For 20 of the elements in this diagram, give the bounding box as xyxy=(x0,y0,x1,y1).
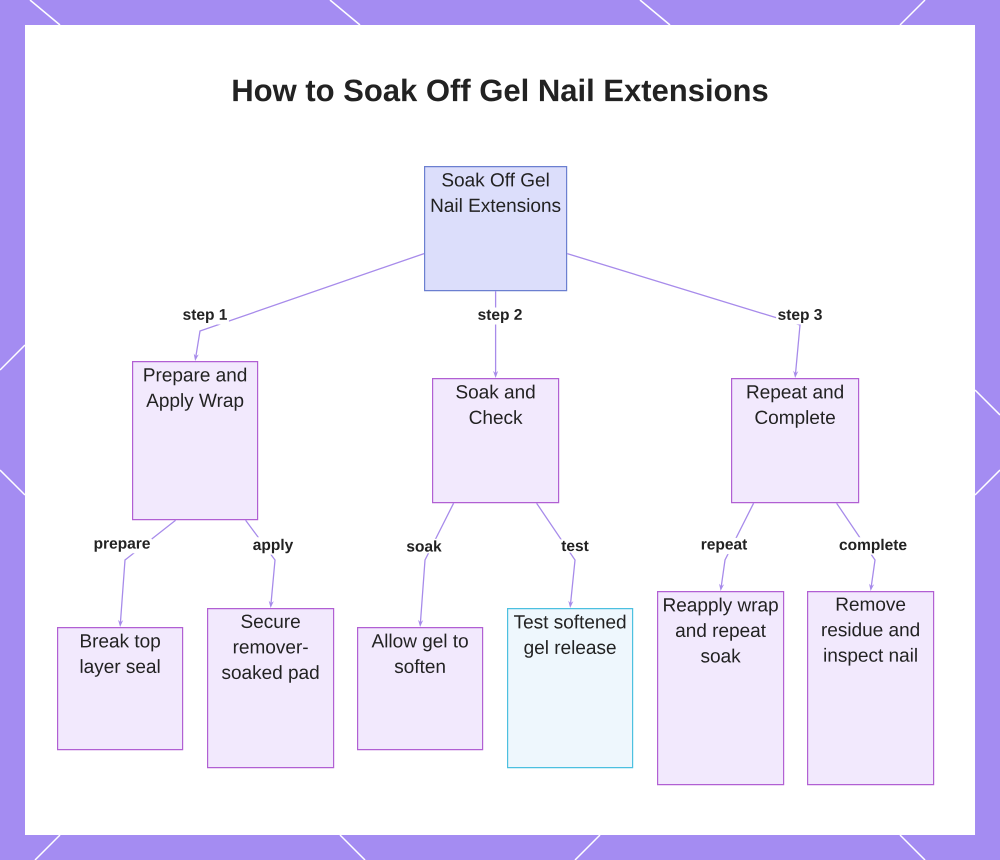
edge-label: prepare xyxy=(92,538,152,554)
edge-label: complete xyxy=(838,537,909,555)
edge-label: soak xyxy=(404,538,444,554)
step-box: Reapply wrap and repeat soak xyxy=(657,591,784,786)
step-box: Test softened gel release xyxy=(507,608,634,768)
edge-label: test xyxy=(560,539,590,553)
step-box: Prepare and Apply Wrap xyxy=(132,361,258,520)
edge-label: step 3 xyxy=(776,308,824,325)
step-box: Repeat and Complete xyxy=(731,378,860,504)
step-box: Remove residue and inspect nail xyxy=(807,591,934,786)
step-box: Allow gel to soften xyxy=(357,627,484,750)
root-box: Soak Off Gel Nail Extensions xyxy=(424,166,568,292)
title: How to Soak Off Gel Nail Extensions xyxy=(233,78,768,102)
edge-label: step 2 xyxy=(476,308,524,325)
step-box: Secure remover-soaked pad xyxy=(207,608,334,768)
edge-label: repeat xyxy=(699,538,749,554)
edge-label: step 1 xyxy=(181,308,229,324)
edge-label: apply xyxy=(251,537,295,555)
step-box: Break top layer seal xyxy=(57,627,184,750)
step-box: Soak and Check xyxy=(432,378,560,504)
